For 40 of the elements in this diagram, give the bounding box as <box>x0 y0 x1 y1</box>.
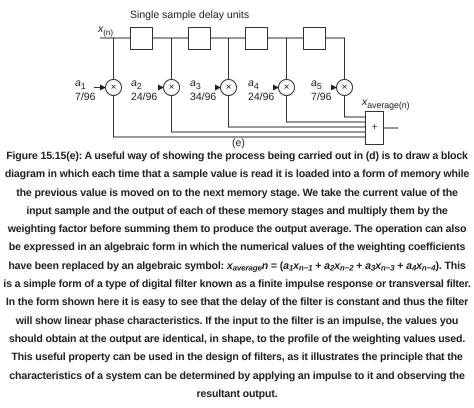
summer-box: + <box>365 111 384 145</box>
connector-line <box>228 96 366 128</box>
connector-line <box>152 38 172 80</box>
arrow <box>331 84 337 90</box>
signal-label: x$_{average(n)}$ <box>362 97 410 110</box>
connector-line <box>171 96 366 132</box>
connector-line <box>113 96 366 138</box>
multiplier-circle: × <box>336 79 353 96</box>
coefficient-text: 7/96 <box>311 92 332 104</box>
connector-line <box>210 38 229 80</box>
coefficient-text: a$_{4}$ <box>248 78 260 92</box>
coefficient-text: 34/96 <box>190 92 217 104</box>
delay-unit-box <box>130 27 153 50</box>
coefficient-text: 7/96 <box>75 92 93 104</box>
multiplier-circle: × <box>220 79 237 96</box>
coefficient-text: 24/96 <box>248 92 275 104</box>
coefficient-text: a$_{3}$ <box>190 78 202 92</box>
connector-line <box>326 38 345 80</box>
delay-unit-box <box>303 27 326 50</box>
connector-line <box>268 38 287 80</box>
coefficient-text: 24/96 <box>131 92 158 104</box>
connector-line <box>344 96 366 118</box>
figure-caption: Figure 15.15(e): A useful way of showing the process being carried out in (d) is to draw a block diagram in which each time that a sample value is read it is loaded into a form of memory while the previous value is moved on to the next memory stage. We take the current value of the input sample and the output of each of these memory stages and multiply them by the weighting factor before summing them to produce the output average. The operation can also be expressed in an algebraic form in which the numerical values of the weighting coefficients have been replaced by an algebraic symbol: x$_{average}$n = (a$_{1}$x$_{n−1}$ + a$_{2}$x$_{n−2}$ + a$_{3}$x$_{n−3}$ + a$_{4}$x$_{n−4}$). This is a simple form of a type of digital filter known as a finite impulse response or transversal filter. In the form shown here it is easy to see that the delay of the filter is constant and thus the filter will show linear phase characteristics. If the input to the filter is an impulse, the values you should obtain at the output are identical, in shape, to the profile of the weighting values used. This useful property can be used in the design of filters, as it illustrates the principle that the characteristics of a system can be determined by applying an impulse to it and observing the resultant output. <box>3 149 471 402</box>
connector-line <box>100 38 114 80</box>
connector-line <box>286 96 366 122</box>
arrow <box>215 84 221 90</box>
multiplier-circle: × <box>105 79 122 96</box>
coefficient-text: a$_{5}$ <box>311 78 323 92</box>
coefficient-text: a$_{2}$ <box>131 78 143 92</box>
panel-label: (e) <box>232 138 245 148</box>
heading-label: Single sample delay units <box>130 10 250 20</box>
signal-label: x$_{(n)}$ <box>98 24 114 38</box>
arrow <box>273 84 279 90</box>
multiplier-circle: × <box>163 79 180 96</box>
coefficient-text: a$_{1}$ <box>75 78 87 92</box>
arrow <box>158 84 164 90</box>
delay-unit-box <box>245 27 268 50</box>
arrow <box>94 84 106 90</box>
delay-unit-box <box>188 27 211 50</box>
multiplier-circle: × <box>278 79 295 96</box>
